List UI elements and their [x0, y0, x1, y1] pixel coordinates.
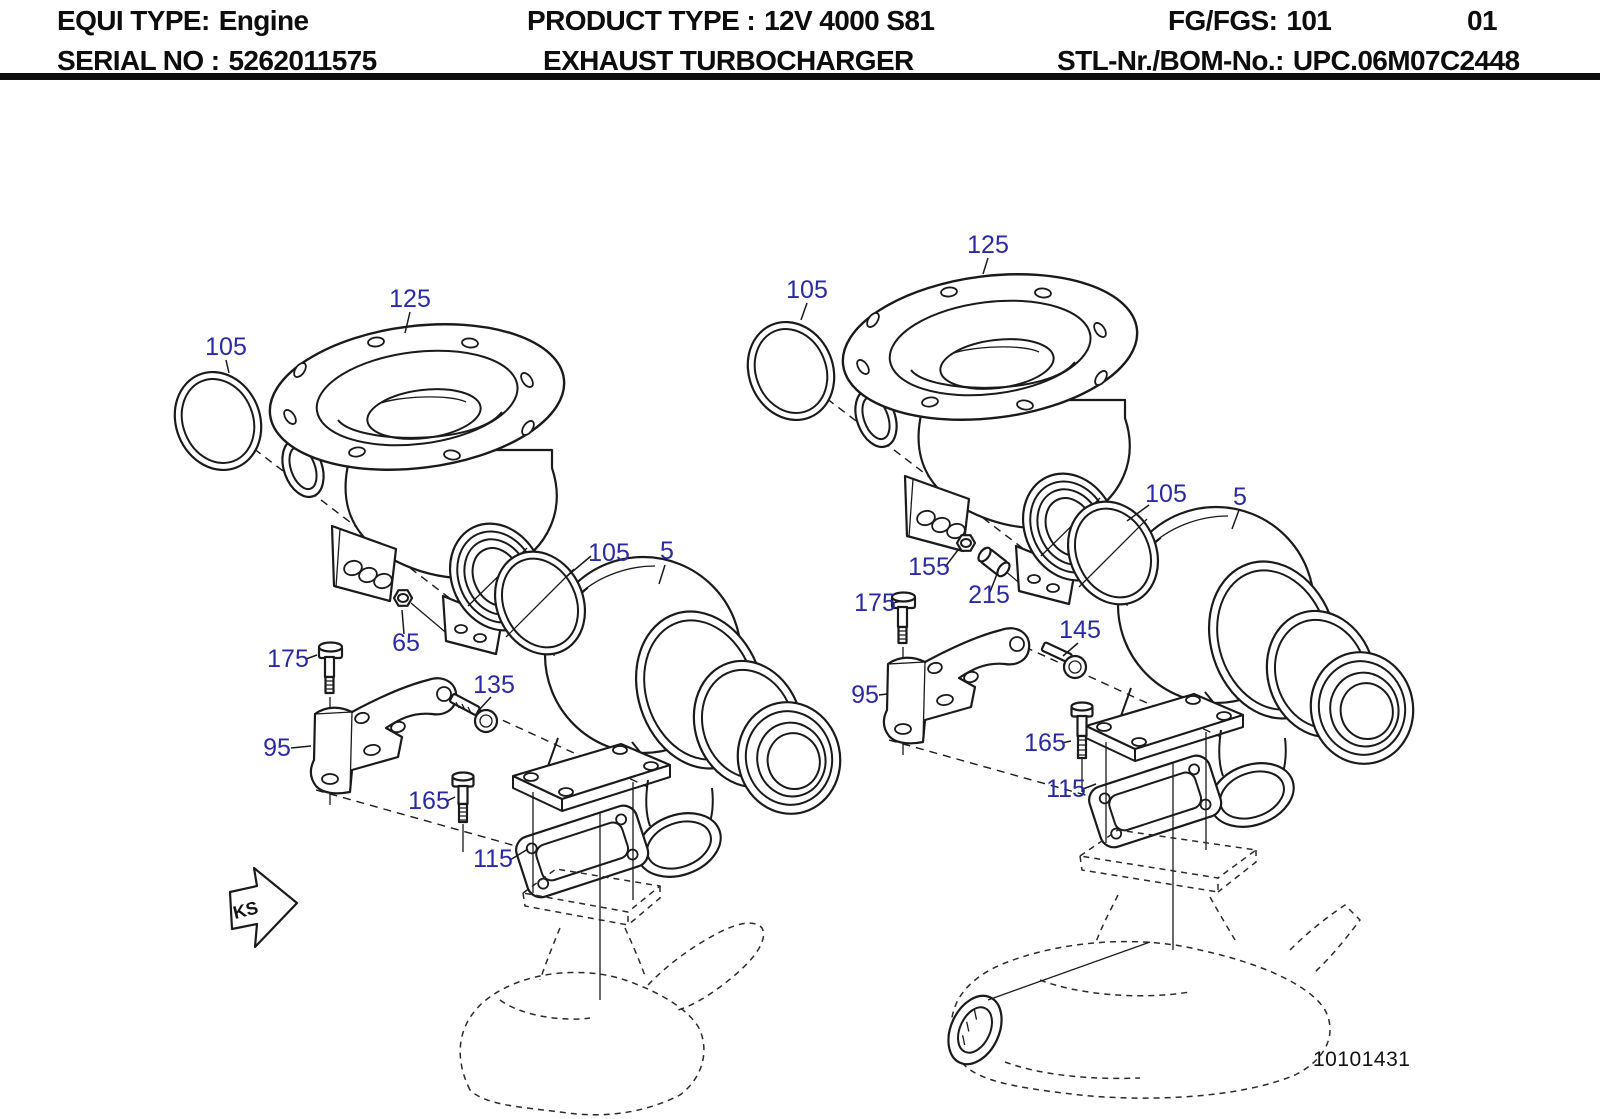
- callout-65-left[interactable]: 65: [392, 629, 420, 657]
- leader-lines-right: [800, 257, 1240, 790]
- sleeve-215: [977, 546, 1011, 578]
- bom-value: UPC.06M07C2448: [1292, 45, 1520, 76]
- callout-95-left[interactable]: 95: [263, 734, 291, 762]
- header-divider: [0, 73, 1600, 80]
- product-type-value: 12V 4000 S81: [764, 5, 935, 36]
- bolt-135: [449, 693, 499, 734]
- callout-125-left[interactable]: 125: [389, 285, 431, 313]
- callout-215-right[interactable]: 215: [968, 581, 1010, 609]
- serial-no: SERIAL NO : 5262011575: [57, 45, 377, 77]
- equi-type-value: Engine: [218, 5, 309, 36]
- callout-95-right[interactable]: 95: [851, 681, 879, 709]
- drawing-number: 10101431: [1313, 1048, 1410, 1071]
- exploded-view-canvas: KS 125 105 105 5 65: [159, 231, 1425, 1116]
- fg-fgs-label: FG/FGS:: [1168, 5, 1278, 36]
- product-type-label: PRODUCT TYPE :: [527, 5, 756, 36]
- nut-155: [955, 534, 977, 552]
- callouts-left: 125 105 105 5 65 175 95 135 165 115: [205, 285, 674, 873]
- bolt-145: [1040, 641, 1088, 680]
- callout-105-lower-left[interactable]: 105: [588, 539, 630, 567]
- right-view: 125 105 105 5 155 215 175 145 95 165 115: [732, 231, 1425, 1099]
- leader-lines-left: [225, 311, 666, 861]
- manifold-pipe-end: [947, 994, 1003, 1066]
- fg-fgs: FG/FGS: 101: [1168, 5, 1332, 37]
- serial-no-value: 5262011575: [228, 45, 377, 76]
- bolt-165-right: [1070, 701, 1094, 792]
- exhaust-manifold-left: [459, 868, 765, 1116]
- callout-5-right[interactable]: 5: [1233, 483, 1247, 511]
- callout-175-right[interactable]: 175: [854, 589, 896, 617]
- bom-label: STL-Nr./BOM-No.:: [1057, 45, 1284, 76]
- sheet-number: 01: [1467, 5, 1498, 36]
- callout-115-right[interactable]: 115: [1046, 775, 1086, 803]
- callout-105-upper-right[interactable]: 105: [786, 276, 828, 304]
- callout-145-right[interactable]: 145: [1059, 616, 1101, 644]
- bom-number: STL-Nr./BOM-No.: UPC.06M07C2448: [1057, 45, 1520, 77]
- callout-175-left[interactable]: 175: [267, 645, 309, 673]
- bolt-165-left: [451, 771, 475, 852]
- equi-type: EQUI TYPE: Engine: [57, 5, 309, 37]
- callout-165-left[interactable]: 165: [408, 787, 450, 815]
- left-view: KS 125 105 105 5 65: [159, 285, 852, 1116]
- callout-125-right[interactable]: 125: [967, 231, 1009, 259]
- callout-155-right[interactable]: 155: [908, 553, 950, 581]
- callout-165-right[interactable]: 165: [1024, 729, 1066, 757]
- callouts-right: 125 105 105 5 155 215 175 145 95 165 115: [786, 231, 1247, 803]
- callout-135-left[interactable]: 135: [473, 671, 515, 699]
- callout-5-left[interactable]: 5: [660, 537, 674, 565]
- fg-fgs-value: 101: [1286, 5, 1332, 36]
- exhaust-manifold-right: [947, 829, 1361, 1099]
- equi-type-label: EQUI TYPE:: [57, 5, 210, 36]
- product-type: PRODUCT TYPE : 12V 4000 S81: [527, 5, 935, 37]
- callout-105-lower-right[interactable]: 105: [1145, 480, 1187, 508]
- turbocharger-assembly-right: [732, 257, 1425, 952]
- callout-115-left[interactable]: 115: [473, 845, 513, 873]
- ks-direction-marker: KS: [228, 866, 299, 949]
- serial-no-label: SERIAL NO :: [57, 45, 220, 76]
- assembly-title: EXHAUST TURBOCHARGER: [543, 45, 914, 76]
- callout-105-upper-left[interactable]: 105: [205, 333, 247, 361]
- nut-65: [392, 589, 414, 607]
